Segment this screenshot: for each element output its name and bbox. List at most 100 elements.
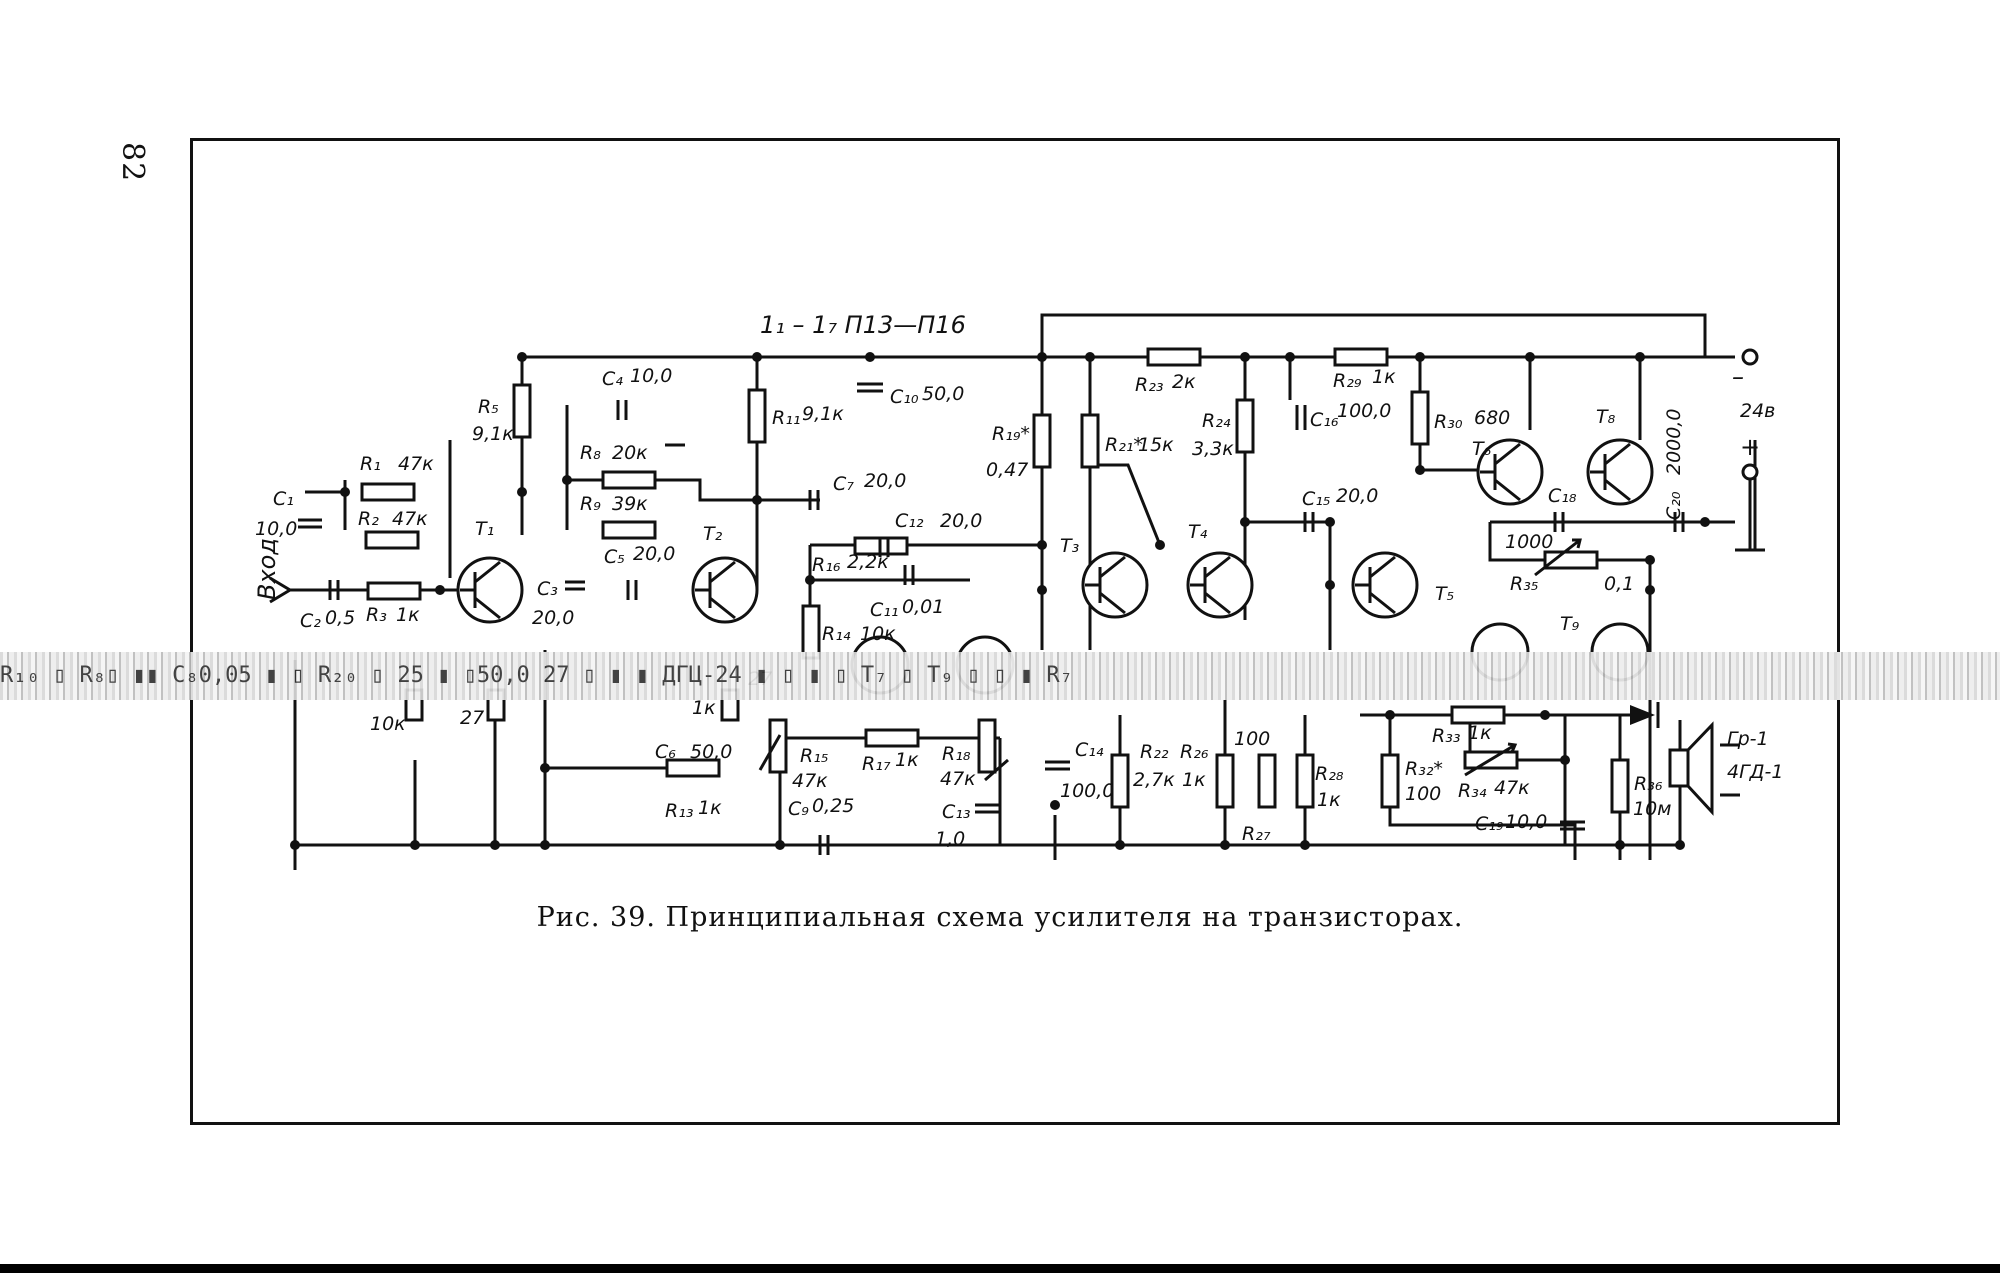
label-c11-value: 0,01: [902, 596, 944, 618]
label-misc-27a: 27: [460, 707, 484, 729]
label-r9-value: 39к: [612, 493, 648, 515]
label-t8: T₈: [1596, 406, 1616, 428]
label-t6: T₆: [1472, 438, 1492, 460]
scan-artifact-band: R₁₀ ▯ R₈▯ ▮▮ C₈0,05 ▮ ▯ R₂₀ ▯ 25 ▮ ▯50,0…: [0, 652, 2000, 700]
label-c18-ref: C₁₈: [1548, 485, 1577, 507]
label-r19-ref: R₁₉*: [992, 423, 1030, 445]
label-c20-ref: C₂₀: [1663, 491, 1685, 520]
label-r36-value: 10м: [1633, 798, 1672, 820]
label-r13-ref: R₁₃: [665, 800, 693, 822]
label-r3-value: 1к: [396, 604, 420, 626]
label-r32-ref: R₃₂*: [1405, 758, 1443, 780]
label-t2: T₂: [703, 523, 723, 545]
label-r3-ref: R₃: [366, 604, 387, 626]
label-r8-value: 20к: [612, 442, 648, 464]
label-c3-ref: C₃: [537, 578, 558, 600]
label-r27-ref: R₂₇: [1242, 823, 1271, 845]
label-c16-value: 100,0: [1337, 400, 1391, 422]
label-c6-ref: C₆: [655, 741, 676, 763]
label-c1-value: 10,0: [255, 518, 297, 540]
label-r17-value: 1к: [895, 749, 919, 771]
label-r8-ref: R₈: [580, 442, 601, 464]
label-r14-ref: R₁₄: [822, 623, 851, 645]
label-c2-value: 0,5: [325, 607, 355, 629]
label-c9-ref: C₉: [788, 798, 809, 820]
label-r27-value: 100: [1234, 728, 1270, 750]
label-r32-value: 100: [1405, 783, 1441, 805]
label-c4-ref: C₄: [602, 368, 623, 390]
label-r29-ref: R₂₉: [1333, 370, 1362, 392]
label-r23-value: 2к: [1172, 371, 1196, 393]
label-c1-ref: C₁: [273, 488, 294, 510]
label-r19-value: 0,47: [986, 459, 1028, 481]
label-c4-value: 10,0: [630, 365, 672, 387]
label-t1: T₁: [475, 518, 494, 540]
label-r5-value: 9,1к: [472, 423, 514, 445]
label-power-voltage: 24в: [1740, 400, 1775, 422]
label-misc-10k: 10к: [370, 713, 406, 735]
label-c7-ref: C₇: [833, 473, 854, 495]
component-labels: 1₁ – 1₇ П13—П16 R₁ 47к R₂ 47к R₃ 1к R₅ 9…: [253, 311, 1783, 850]
label-c5-value: 20,0: [633, 543, 675, 565]
label-r21-value: 15к: [1138, 434, 1174, 456]
label-r29-value: 1к: [1372, 366, 1396, 388]
label-r30-ref: R₃₀: [1434, 411, 1463, 433]
diode-icon: [1630, 702, 1660, 728]
label-r11-ref: R₁₁: [772, 407, 800, 429]
label-r35-ref: R₃₅: [1510, 573, 1538, 595]
label-r1-ref: R₁: [360, 453, 381, 475]
label-r18-ref: R₁₈: [942, 743, 971, 765]
label-c15-ref: C₁₅: [1302, 488, 1331, 510]
label-r13-value: 1к: [698, 797, 722, 819]
label-c6-value: 50,0: [690, 741, 732, 763]
label-r36-ref: R₃₆: [1634, 773, 1663, 795]
label-r5-ref: R₅: [478, 396, 499, 418]
label-r30-value: 680: [1474, 407, 1510, 429]
ground-symbols: [665, 443, 1760, 847]
label-speaker-name: Гр-1: [1727, 728, 1769, 750]
label-r28-ref: R₂₈: [1315, 763, 1344, 785]
label-transistor-range: 1₁ – 1₇ П13—П16: [760, 311, 966, 339]
label-c20-value: 2000,0: [1663, 409, 1685, 475]
label-r35-value: 0,1: [1604, 573, 1634, 595]
label-r26-value: 1к: [1182, 769, 1206, 791]
label-t5: T₅: [1435, 583, 1454, 605]
label-c19-value: 10,0: [1505, 811, 1547, 833]
label-r34-ref: R₃₄: [1458, 780, 1487, 802]
label-r15-value: 47к: [792, 770, 828, 792]
label-power-plus: +: [1740, 433, 1760, 461]
capacitor-symbols: [298, 382, 1685, 855]
label-r34-value: 47к: [1494, 777, 1530, 799]
label-r9-ref: R₉: [580, 493, 601, 515]
label-c3-value: 20,0: [532, 607, 574, 629]
label-r33-ref: R₃₃: [1432, 725, 1460, 747]
scan-bottom-edge: [0, 1264, 2000, 1273]
potentiometer-arrows: [758, 538, 1582, 782]
label-power-minus: –: [1732, 363, 1744, 391]
label-r33-value: 1к: [1468, 722, 1492, 744]
label-c7-value: 20,0: [864, 470, 906, 492]
label-r22-value: 2,7к: [1133, 769, 1175, 791]
label-c2-ref: C₂: [300, 610, 321, 632]
label-c12-ref: C₁₂: [895, 510, 924, 532]
label-input: Вход: [253, 538, 281, 600]
input-terminal-icon: [269, 576, 293, 604]
label-r24-value: 3,3к: [1192, 438, 1234, 460]
label-t4: T₄: [1188, 521, 1208, 543]
junction-dots: [290, 352, 1710, 850]
label-r11-value: 9,1к: [802, 403, 844, 425]
figure-frame: [190, 138, 1840, 1125]
label-c10-ref: C₁₀: [890, 386, 919, 408]
label-r2-ref: R₂: [358, 508, 379, 530]
label-t3: T₃: [1060, 535, 1079, 557]
label-r1-value: 47к: [398, 453, 434, 475]
label-c10-value: 50,0: [922, 383, 964, 405]
label-c9-value: 0,25: [812, 795, 854, 817]
label-c16-ref: C₁₆: [1310, 409, 1339, 431]
label-c5-ref: C₅: [604, 546, 625, 568]
label-c13-ref: C₁₃: [942, 801, 971, 823]
label-r22-ref: R₂₂: [1140, 741, 1169, 763]
speaker-icon: [1668, 721, 1714, 816]
label-r2-value: 47к: [392, 508, 428, 530]
